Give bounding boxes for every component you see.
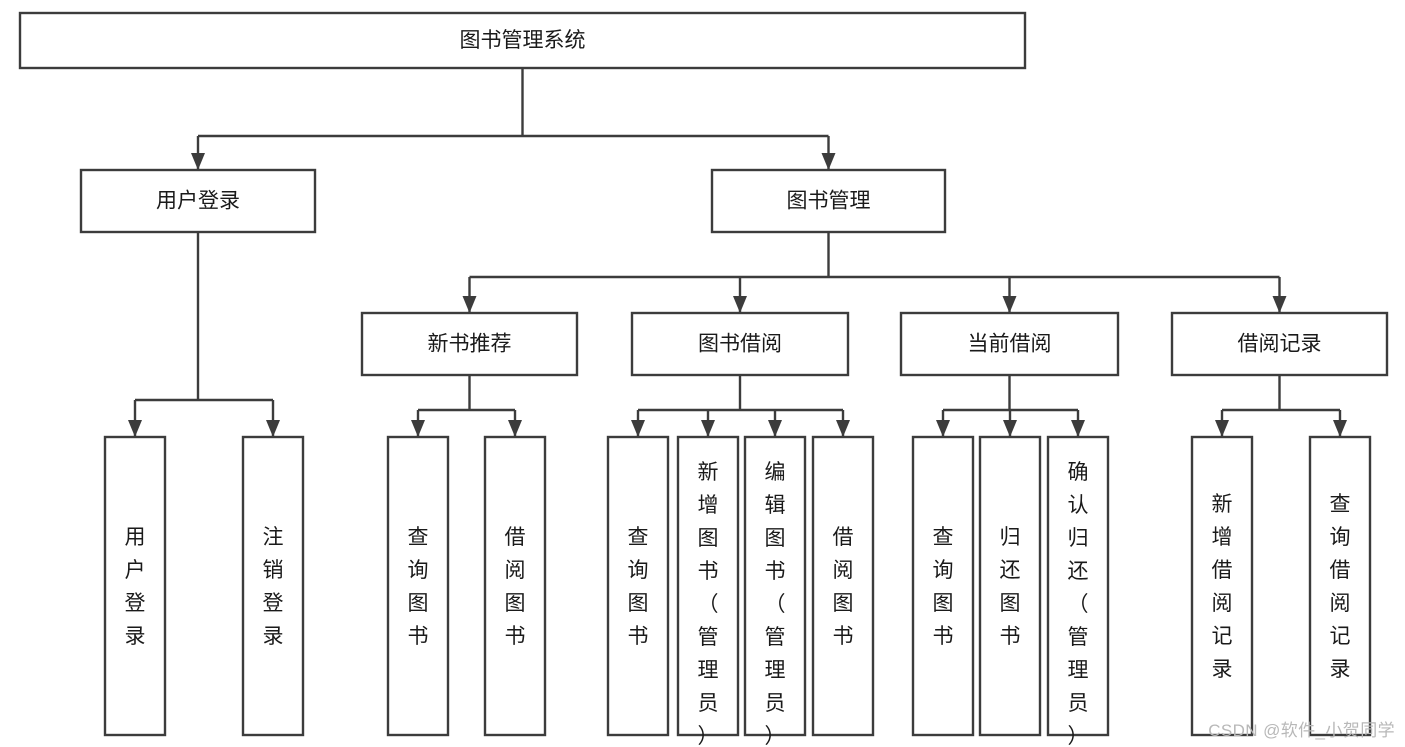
node-leaf-10-确认归还管理员[interactable]: 确认归还（管理员） xyxy=(1046,435,1110,747)
node-label: 归还图书 xyxy=(1000,526,1021,648)
node-box xyxy=(911,435,975,737)
node-label: 编辑图书（管理员） xyxy=(765,461,786,747)
arrow-head-icon xyxy=(191,153,205,170)
node-leaf-6-编辑图书管理员[interactable]: 编辑图书（管理员） xyxy=(743,435,807,747)
arrow-head-icon xyxy=(1071,420,1085,437)
node-label: 查询图书 xyxy=(408,526,429,648)
node-box xyxy=(386,435,450,737)
connector-layer xyxy=(128,68,1347,437)
node-level3-1-图书借阅[interactable]: 图书借阅 xyxy=(630,311,850,377)
node-label: 借阅图书 xyxy=(833,526,854,648)
node-leaf-8-查询图书[interactable]: 查询图书 xyxy=(911,435,975,737)
node-box xyxy=(743,435,807,737)
node-level3-2-当前借阅[interactable]: 当前借阅 xyxy=(899,311,1120,377)
node-leaf-11-新增借阅记录[interactable]: 新增借阅记录 xyxy=(1190,435,1254,737)
node-label: 图书管理系统 xyxy=(460,29,586,52)
node-leaf-5-新增图书管理员[interactable]: 新增图书（管理员） xyxy=(676,435,740,747)
node-leaf-3-借阅图书[interactable]: 借阅图书 xyxy=(483,435,547,737)
node-box xyxy=(978,435,1042,737)
node-box xyxy=(103,435,167,737)
node-label: 注销登录 xyxy=(263,526,284,648)
node-box xyxy=(483,435,547,737)
arrow-head-icon xyxy=(1003,420,1017,437)
arrow-head-icon xyxy=(936,420,950,437)
arrow-head-icon xyxy=(1215,420,1229,437)
node-box xyxy=(18,11,1027,70)
node-level2-0-用户登录[interactable]: 用户登录 xyxy=(79,168,317,234)
node-label: 新增图书（管理员） xyxy=(698,461,719,747)
arrow-head-icon xyxy=(631,420,645,437)
arrow-head-icon xyxy=(508,420,522,437)
arrow-head-icon xyxy=(1002,296,1017,313)
node-box xyxy=(360,311,579,377)
node-label: 用户登录 xyxy=(156,190,240,213)
node-label: 图书管理 xyxy=(787,190,871,213)
node-layer: 图书管理系统用户登录图书管理新书推荐图书借阅当前借阅借阅记录用户登录注销登录查询… xyxy=(18,11,1389,747)
arrow-head-icon xyxy=(701,420,715,437)
node-leaf-0-用户登录[interactable]: 用户登录 xyxy=(103,435,167,737)
arrow-head-icon xyxy=(266,420,280,437)
node-label: 借阅记录 xyxy=(1238,333,1322,356)
arrow-head-icon xyxy=(768,420,782,437)
node-box xyxy=(1170,311,1389,377)
arrow-head-icon xyxy=(462,296,477,313)
node-leaf-4-查询图书[interactable]: 查询图书 xyxy=(606,435,670,737)
node-level3-0-新书推荐[interactable]: 新书推荐 xyxy=(360,311,579,377)
node-box xyxy=(710,168,947,234)
node-label: 查询图书 xyxy=(628,526,649,648)
node-label: 当前借阅 xyxy=(968,333,1052,356)
node-leaf-9-归还图书[interactable]: 归还图书 xyxy=(978,435,1042,737)
arrow-head-icon xyxy=(836,420,850,437)
node-leaf-2-查询图书[interactable]: 查询图书 xyxy=(386,435,450,737)
arrow-head-icon xyxy=(128,420,142,437)
node-box xyxy=(899,311,1120,377)
node-label: 新书推荐 xyxy=(428,333,512,356)
node-root-0-图书管理系统[interactable]: 图书管理系统 xyxy=(18,11,1027,70)
node-level2-1-图书管理[interactable]: 图书管理 xyxy=(710,168,947,234)
arrow-head-icon xyxy=(733,296,747,313)
arrow-head-icon xyxy=(1272,296,1287,313)
node-leaf-1-注销登录[interactable]: 注销登录 xyxy=(241,435,305,737)
node-level3-3-借阅记录[interactable]: 借阅记录 xyxy=(1170,311,1389,377)
node-label: 查询借阅记录 xyxy=(1330,493,1351,681)
node-label: 确认归还（管理员） xyxy=(1068,461,1089,747)
node-box xyxy=(676,435,740,737)
node-box xyxy=(1190,435,1254,737)
arrow-head-icon xyxy=(821,153,836,170)
node-box xyxy=(606,435,670,737)
node-label: 借阅图书 xyxy=(505,526,526,648)
node-label: 新增借阅记录 xyxy=(1212,493,1233,681)
node-leaf-7-借阅图书[interactable]: 借阅图书 xyxy=(811,435,875,737)
node-box xyxy=(630,311,850,377)
node-box xyxy=(241,435,305,737)
arrow-head-icon xyxy=(411,420,425,437)
node-box xyxy=(79,168,317,234)
node-label: 查询图书 xyxy=(933,526,954,648)
arrow-head-icon xyxy=(1333,420,1347,437)
node-box xyxy=(1308,435,1372,737)
node-box xyxy=(811,435,875,737)
node-box xyxy=(1046,435,1110,737)
node-label: 图书借阅 xyxy=(698,333,782,356)
node-leaf-12-查询借阅记录[interactable]: 查询借阅记录 xyxy=(1308,435,1372,737)
node-label: 用户登录 xyxy=(125,526,146,648)
